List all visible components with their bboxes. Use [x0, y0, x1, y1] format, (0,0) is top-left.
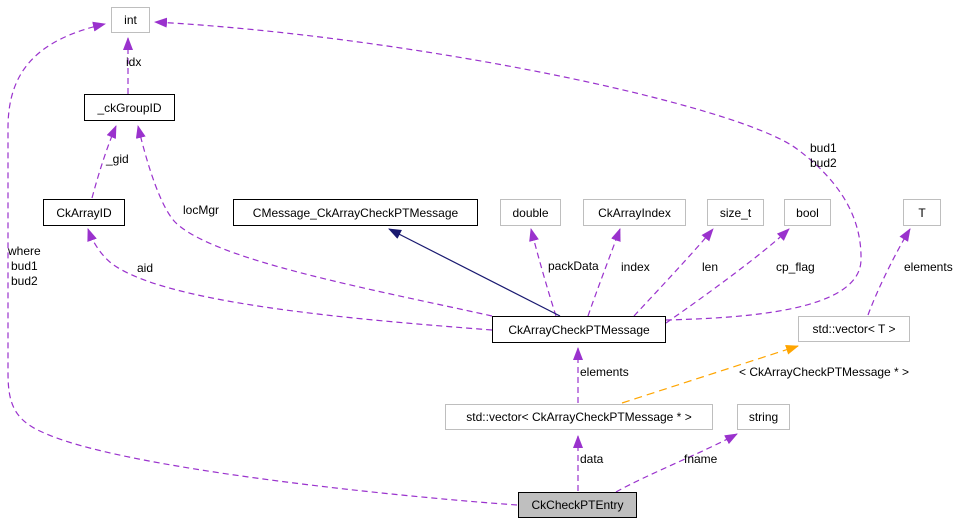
edge-fname	[615, 433, 738, 493]
edge-label-gid: _gid	[106, 152, 129, 166]
edge-label-where: where	[8, 244, 41, 258]
edge-label-locmgr: locMgr	[183, 203, 220, 217]
node-ckarrayindex: CkArrayIndex	[583, 199, 686, 226]
edge-label-len: len	[702, 260, 719, 274]
node-ckarrayid[interactable]: CkArrayID	[43, 199, 125, 226]
node-int: int	[111, 7, 150, 33]
node-double: double	[500, 199, 561, 226]
edge-label-aid: aid	[137, 261, 154, 275]
edge-label-bud1-left: bud1	[11, 259, 38, 273]
edge-label-elements-msg: elements	[580, 365, 629, 379]
edge-len	[633, 228, 714, 317]
edge-locmgr	[135, 125, 493, 317]
node-cmessage-ckarraycheckptmessage[interactable]: CMessage_CkArrayCheckPTMessage	[233, 199, 478, 226]
edge-label-index: index	[621, 260, 650, 274]
edge-label-elements-t: elements	[904, 260, 953, 274]
edge-aid	[87, 228, 493, 331]
edge-label-packdata: packData	[548, 259, 599, 273]
edge-bud-right	[154, 17, 862, 321]
edge-inheritance-cmessage	[388, 228, 561, 317]
edge-packdata	[529, 228, 557, 317]
edge-cpflag	[665, 228, 790, 324]
node-size-t: size_t	[707, 199, 764, 226]
edge-label-bud1-right: bud1	[810, 141, 837, 155]
edge-label-bud2-right: bud2	[810, 156, 837, 170]
node-ckcheckptentry: CkCheckPTEntry	[518, 492, 637, 518]
node-stdvector-t: std::vector< T >	[798, 316, 910, 342]
node-stdvector-ckarraycheckptmessage: std::vector< CkArrayCheckPTMessage * >	[445, 404, 713, 430]
node-ckarraycheckptmessage[interactable]: CkArrayCheckPTMessage	[492, 316, 666, 343]
edge-label-fname: fname	[684, 452, 718, 466]
edge-where-bud	[7, 21, 518, 506]
edge-index	[587, 228, 621, 317]
node-string: string	[737, 404, 790, 430]
node-bool: bool	[784, 199, 831, 226]
edge-label-data: data	[580, 452, 604, 466]
node-t: T	[903, 199, 941, 226]
edge-label-where-bud: where bud1 bud2	[8, 244, 41, 289]
edge-label-bud-right: bud1 bud2	[810, 141, 837, 171]
edge-label-idx: idx	[126, 55, 142, 69]
node-ckgroupid[interactable]: _ckGroupID	[84, 94, 175, 121]
edge-template-instance	[621, 344, 799, 404]
edge-label-cpflag: cp_flag	[776, 260, 815, 274]
edge-label-template-args: < CkArrayCheckPTMessage * >	[739, 365, 910, 379]
edge-label-bud2-left: bud2	[11, 274, 38, 288]
